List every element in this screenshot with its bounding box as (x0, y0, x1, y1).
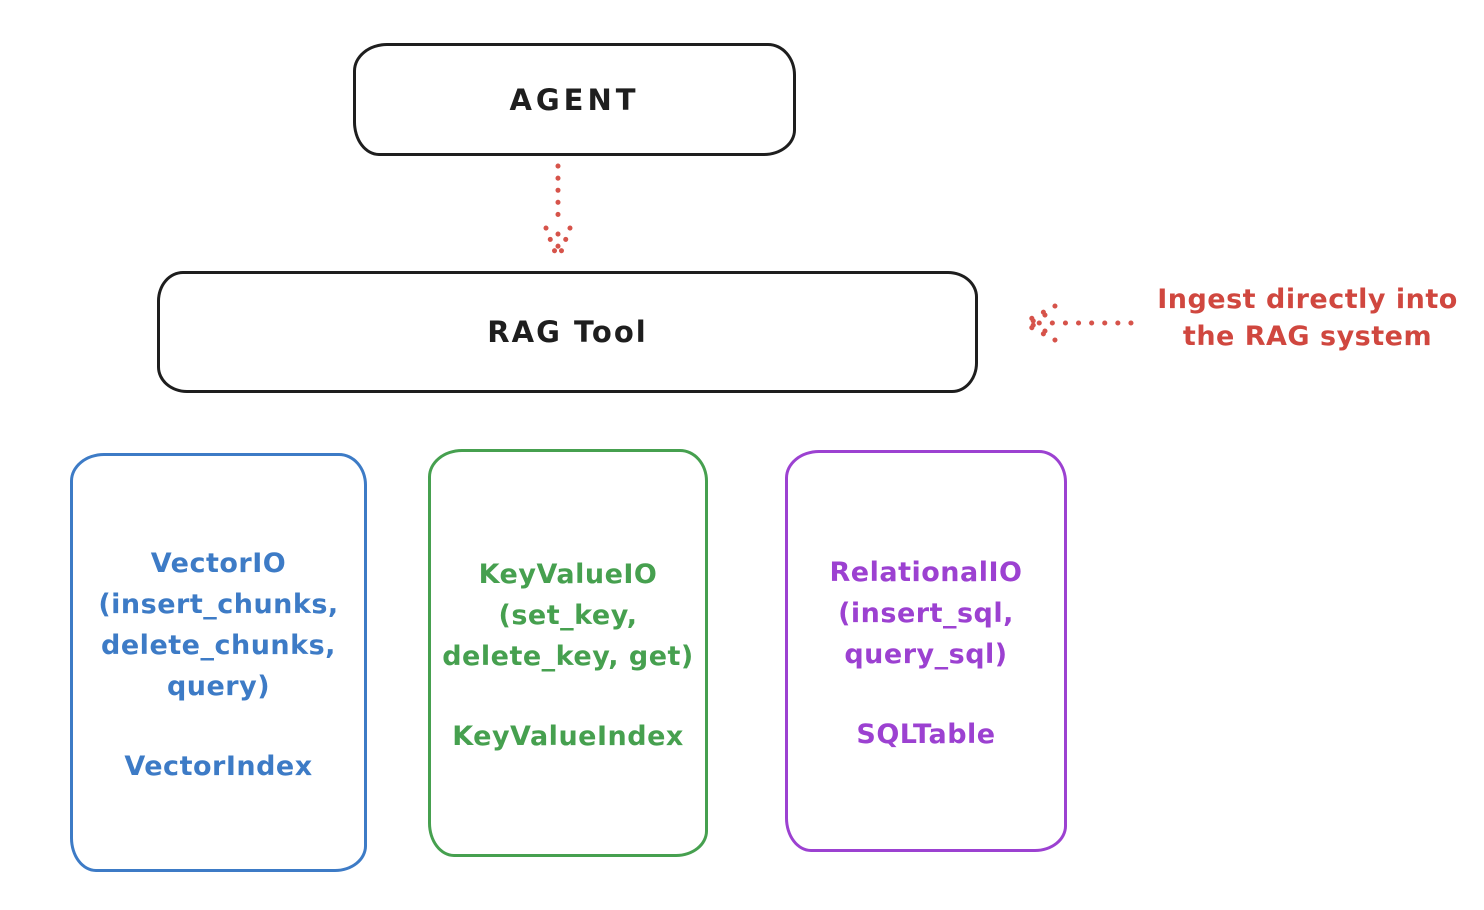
agent-node: AGENT (353, 43, 796, 156)
vector-io-api-text: VectorIO (insert_chunks, delete_chunks, … (98, 548, 339, 702)
ingest-annotation: Ingest directly into the RAG system (1157, 284, 1458, 352)
vector-io-node: VectorIO (insert_chunks, delete_chunks, … (70, 453, 367, 872)
rag-tool-node: RAG Tool (157, 271, 978, 393)
key-value-io-api-text: KeyValueIO (set_key, delete_key, get) (442, 559, 694, 672)
key-value-io-node: KeyValueIO (set_key, delete_key, get) Ke… (428, 449, 708, 857)
agent-to-rag-dotted-arrow-icon (543, 163, 573, 263)
vector-index-label: VectorIndex (124, 751, 313, 782)
relational-io-api-text: RelationalIO (insert_sql, query_sql) (829, 557, 1023, 670)
key-value-index-label: KeyValueIndex (452, 721, 684, 752)
ingest-dotted-arrow-icon (1020, 303, 1134, 343)
agent-label: AGENT (509, 82, 640, 117)
rag-tool-label: RAG Tool (487, 315, 648, 349)
sql-table-label: SQLTable (856, 719, 996, 750)
relational-io-node: RelationalIO (insert_sql, query_sql) SQL… (785, 450, 1067, 852)
